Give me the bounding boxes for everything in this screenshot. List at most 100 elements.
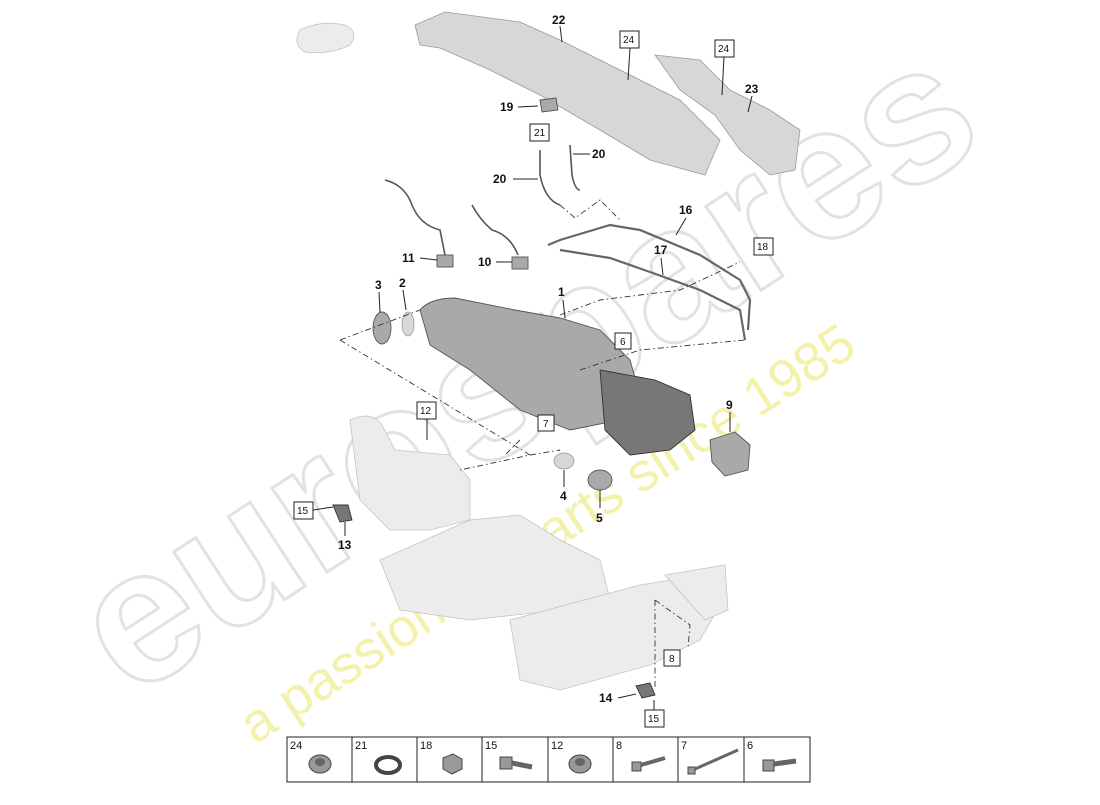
svg-text:11: 11 — [402, 251, 415, 265]
svg-text:16: 16 — [679, 203, 693, 217]
callout-13: 13 — [338, 522, 352, 552]
svg-text:24: 24 — [623, 35, 635, 46]
ref-box-6: 6 — [614, 332, 632, 350]
svg-text:12: 12 — [420, 406, 432, 417]
nut-icon — [308, 754, 332, 774]
svg-text:8: 8 — [669, 654, 675, 665]
svg-text:19: 19 — [500, 100, 514, 114]
svg-text:15: 15 — [297, 506, 309, 517]
svg-text:13: 13 — [338, 538, 352, 552]
clamp-ring-3 — [372, 311, 392, 345]
svg-text:14: 14 — [599, 691, 613, 705]
svg-text:4: 4 — [560, 489, 567, 503]
ref-box-15b: 15 — [644, 700, 665, 728]
callout-22: 22 — [552, 13, 566, 43]
ref-box-18: 18 — [753, 237, 774, 256]
strip-cell-12: 12 — [547, 736, 614, 783]
clamp-9 — [709, 431, 751, 477]
callout-16: 16 — [675, 203, 693, 236]
svg-text:15: 15 — [485, 740, 497, 752]
svg-text:2: 2 — [399, 276, 406, 290]
strip-cell-7: 7 — [677, 736, 745, 783]
pressure-line-20b — [569, 144, 581, 191]
ref-box-24a: 24 — [619, 30, 640, 81]
ref-box-15a: 15 — [293, 501, 334, 520]
gasket-2 — [401, 311, 415, 337]
svg-text:10: 10 — [478, 255, 492, 269]
pipe-16 — [547, 223, 752, 331]
ref-box-7: 7 — [537, 414, 555, 432]
svg-text:3: 3 — [375, 278, 382, 292]
flange-bolt-icon — [762, 758, 797, 772]
callout-2: 2 — [399, 276, 407, 311]
callout-19: 19 — [500, 100, 539, 114]
callout-labels: 1 2 3 4 5 9 10 11 — [338, 13, 759, 705]
exhaust-manifold-ghost — [379, 514, 611, 621]
svg-text:21: 21 — [355, 740, 367, 752]
svg-text:1: 1 — [558, 285, 565, 299]
svg-text:17: 17 — [654, 243, 668, 257]
pressure-line-20a — [539, 150, 561, 206]
callout-14: 14 — [599, 691, 637, 705]
heat-shield-22 — [414, 11, 721, 176]
catalytic-converter-outlet — [599, 369, 696, 456]
callout-20a: 20 — [493, 172, 538, 186]
bracket-assembly-ghost — [509, 574, 721, 691]
nut-icon — [568, 754, 592, 774]
svg-text:24: 24 — [290, 740, 302, 752]
strip-cell-24: 24 — [286, 736, 353, 783]
svg-text:15: 15 — [648, 714, 660, 725]
strip-cell-18: 18 — [416, 736, 483, 783]
callout-9: 9 — [726, 398, 733, 432]
long-bolt-icon — [687, 748, 739, 775]
boxed-labels: 24 24 21 18 6 7 12 — [293, 30, 774, 728]
callout-10: 10 — [478, 255, 512, 269]
lambda-sensor-10 — [511, 256, 529, 270]
hex-nut-icon — [442, 753, 463, 775]
lambda-sensor-11 — [436, 254, 454, 268]
ref-box-21: 21 — [529, 123, 550, 142]
turbocharger-ghost — [349, 415, 471, 531]
flange-bolt-icon — [499, 756, 533, 770]
strip-cell-21: 21 — [351, 736, 418, 783]
strip-cell-15: 15 — [481, 736, 549, 783]
svg-text:21: 21 — [534, 128, 546, 139]
callout-1: 1 — [558, 285, 566, 319]
callout-20b: 20 — [573, 147, 606, 161]
assembly-lines — [339, 199, 746, 690]
cap-part — [296, 22, 355, 54]
callout-23: 23 — [745, 82, 759, 113]
svg-text:24: 24 — [718, 44, 730, 55]
lambda-sensor-wire-10 — [471, 204, 519, 256]
callout-5: 5 — [596, 490, 603, 525]
strip-cell-6: 6 — [743, 736, 811, 783]
svg-text:12: 12 — [551, 740, 563, 752]
callout-17: 17 — [654, 243, 668, 276]
clamp-icon — [374, 755, 402, 775]
svg-text:18: 18 — [420, 740, 432, 752]
svg-text:20: 20 — [493, 172, 507, 186]
svg-text:18: 18 — [757, 242, 769, 253]
ref-box-12: 12 — [416, 401, 437, 440]
bolt-icon — [631, 756, 666, 772]
fastener-strip: 24 21 18 15 — [286, 736, 811, 783]
reference-parts — [296, 22, 729, 691]
svg-text:20: 20 — [592, 147, 606, 161]
lambda-sensor-wire-11 — [384, 179, 446, 256]
svg-text:7: 7 — [543, 419, 549, 430]
svg-text:6: 6 — [620, 337, 626, 348]
svg-text:9: 9 — [726, 398, 733, 412]
ref-box-24b: 24 — [714, 39, 735, 96]
sensor-19 — [539, 97, 559, 113]
svg-text:22: 22 — [552, 13, 566, 27]
pipe-17 — [559, 248, 747, 341]
strip-cell-8: 8 — [612, 736, 679, 783]
clamp-5 — [587, 469, 613, 491]
svg-text:5: 5 — [596, 511, 603, 525]
bracket-13 — [332, 504, 353, 523]
callout-11: 11 — [402, 251, 438, 265]
ref-box-8: 8 — [663, 649, 681, 667]
heat-shield-23 — [654, 54, 801, 176]
